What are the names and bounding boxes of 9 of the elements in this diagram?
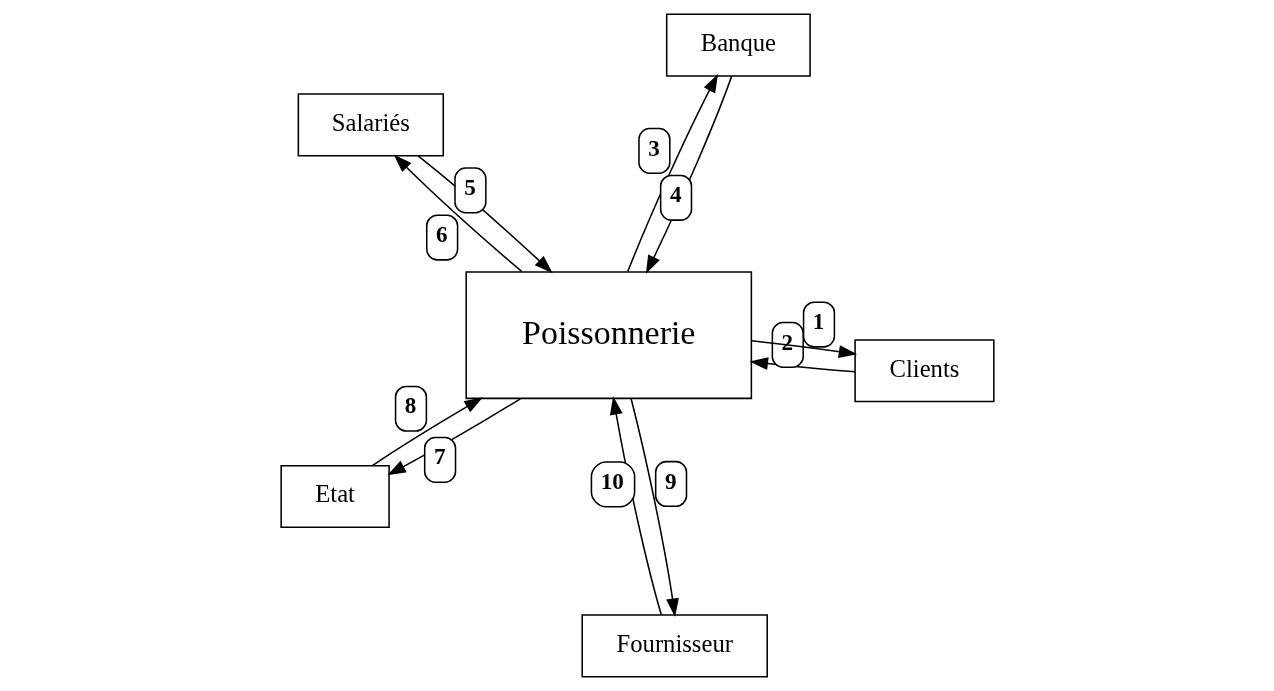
edge-label: 8 xyxy=(404,392,416,419)
edge-label: 6 xyxy=(435,221,448,248)
edge-label: 9 xyxy=(664,467,676,494)
edge-label: 7 xyxy=(433,443,445,470)
edge-label: 10 xyxy=(600,468,624,495)
edge-label: 1 xyxy=(812,308,824,335)
edge-label: 5 xyxy=(463,173,476,200)
edge-label: 4 xyxy=(669,181,681,208)
edge-label: 3 xyxy=(647,134,660,161)
